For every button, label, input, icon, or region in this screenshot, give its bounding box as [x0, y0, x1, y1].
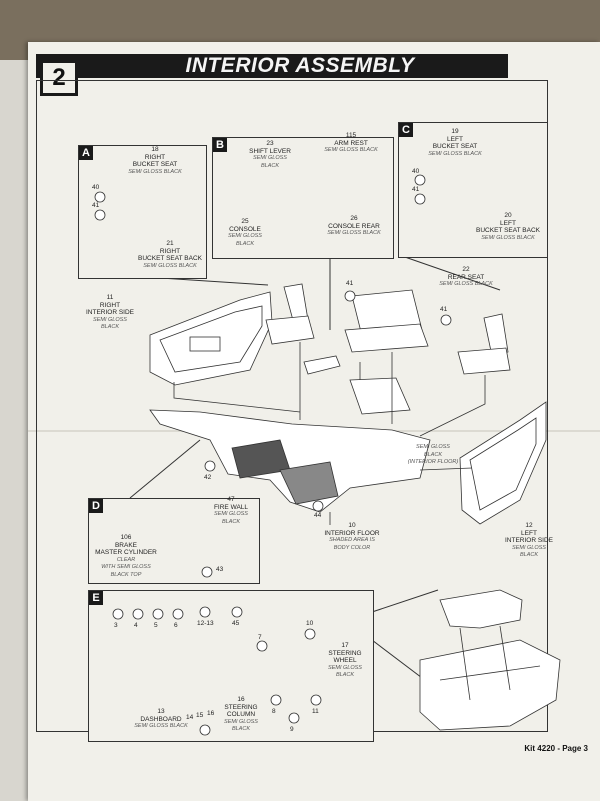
part-num-9: 9 — [290, 726, 294, 733]
console-art — [303, 355, 341, 375]
part-num-41: 41 — [412, 186, 420, 193]
part-num-15: 15 — [196, 712, 204, 719]
gauge-num: 6 — [174, 622, 178, 629]
paint-code-icon — [344, 290, 356, 302]
callout-line-e — [371, 589, 439, 613]
part-num-44: 44 — [314, 512, 322, 519]
paint-code-icon — [312, 500, 324, 512]
title-band — [36, 54, 508, 78]
part-num-43: 43 — [216, 566, 224, 573]
callout-line-c — [401, 255, 501, 291]
paint-code-icon — [414, 193, 426, 205]
gauge-num: 45 — [232, 620, 240, 627]
gauge-num: 12-13 — [197, 620, 214, 627]
gauge-num: 5 — [154, 622, 158, 629]
left-interior-side-art — [459, 401, 547, 525]
paint-code-icon — [304, 628, 316, 640]
paint-code-icon — [204, 460, 216, 472]
panel-c: C — [398, 122, 548, 258]
paint-code-icon — [414, 174, 426, 186]
part-num-11: 11 — [312, 708, 319, 715]
panel-label: C — [399, 123, 413, 137]
part-num-14: 14 — [186, 714, 194, 721]
paint-code-icon — [94, 209, 106, 221]
panel-label: A — [79, 146, 93, 160]
part-num-40: 40 — [412, 168, 420, 175]
panel-label: D — [89, 499, 103, 513]
inset-assembly-art — [419, 589, 561, 731]
paint-code-icon — [152, 608, 164, 620]
paint-code-icon — [132, 608, 144, 620]
panel-b: B — [212, 137, 394, 259]
panel-label: E — [89, 591, 103, 605]
callout-line-d — [129, 439, 201, 499]
part-num-7: 7 — [258, 634, 262, 641]
part-num-41: 41 — [440, 306, 448, 313]
page-title: INTERIOR ASSEMBLY — [185, 54, 415, 77]
paint-code-icon — [310, 694, 322, 706]
paint-code-icon — [231, 606, 243, 618]
gauge-num: 3 — [114, 622, 118, 629]
step-number: 2 — [40, 60, 78, 96]
part-num-10: 10 — [306, 620, 314, 627]
part-num-40: 40 — [92, 184, 100, 191]
panel-d: D — [88, 498, 260, 584]
paint-code-icon — [199, 724, 211, 736]
interior-floor-art — [149, 377, 431, 513]
paint-code-icon — [201, 566, 213, 578]
paint-code-icon — [112, 608, 124, 620]
panel-a: A — [78, 145, 207, 279]
part-num-41: 41 — [346, 280, 354, 287]
panel-label: B — [213, 138, 227, 152]
paint-code-icon — [288, 712, 300, 724]
gauge-num: 4 — [134, 622, 138, 629]
part-num-8: 8 — [272, 708, 276, 715]
paint-code-icon — [256, 640, 268, 652]
paint-code-icon — [94, 191, 106, 203]
front-seat-right-art — [265, 283, 315, 345]
paint-code-icon — [172, 608, 184, 620]
part-num-42: 42 — [204, 474, 212, 481]
front-seat-left-art — [457, 313, 511, 375]
paint-code-icon — [270, 694, 282, 706]
part-num-16: 16 — [207, 710, 215, 717]
part-num-41: 41 — [92, 202, 100, 209]
paint-code-icon — [440, 314, 452, 326]
right-interior-side-art — [149, 291, 273, 386]
paint-code-icon — [199, 606, 211, 618]
rear-seat-art — [344, 289, 429, 353]
assembly-guides — [173, 342, 486, 525]
page-footer: Kit 4220 - Page 3 — [524, 744, 588, 753]
